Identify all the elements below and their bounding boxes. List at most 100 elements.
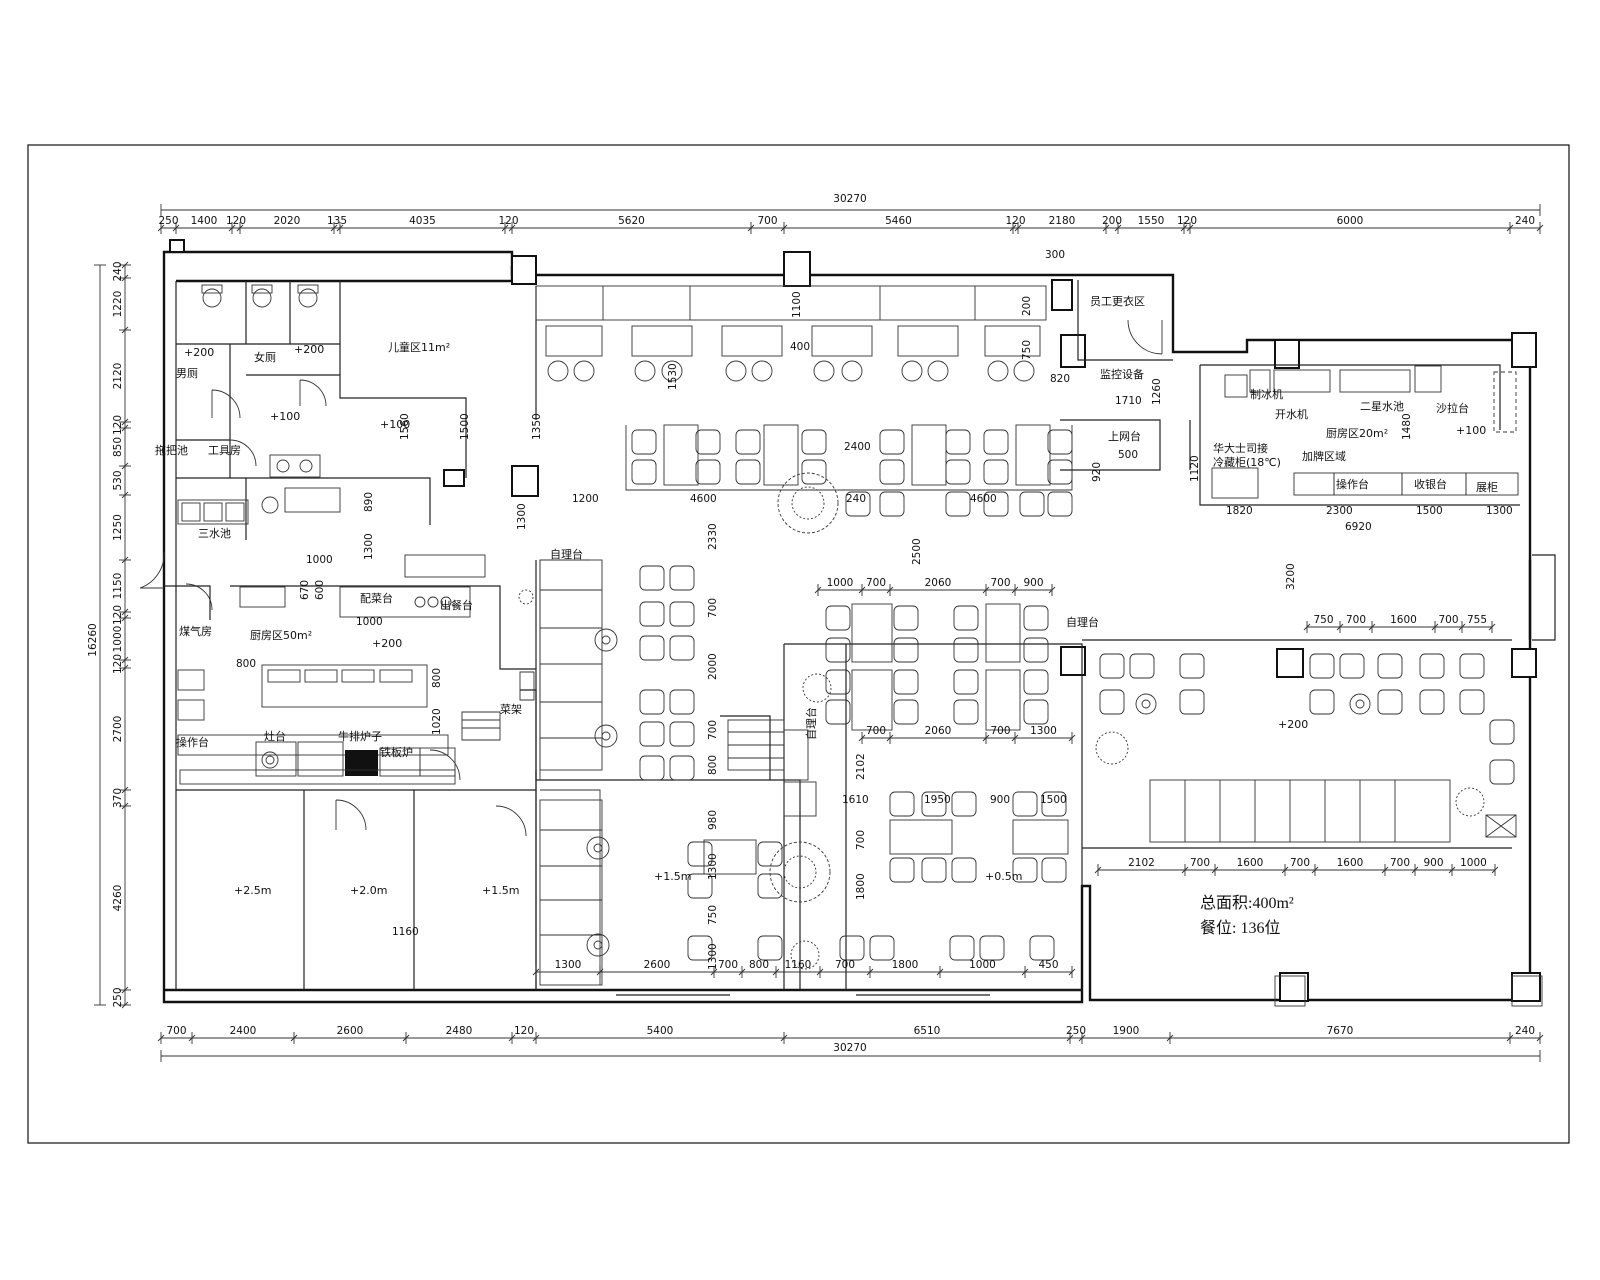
- dim-left-7: 1150: [112, 573, 124, 600]
- chair: [801, 459, 827, 485]
- dim-seat-top-2: 2060: [925, 577, 952, 589]
- dim-1100: 1100: [791, 291, 803, 318]
- dim-bottom-4: 120: [514, 1025, 534, 1037]
- chair: [1047, 429, 1073, 455]
- chair: [1041, 857, 1067, 883]
- dim-820: 820: [1050, 373, 1070, 385]
- dim-seat-top-4: 900: [1023, 577, 1043, 589]
- plant-symbols: [518, 472, 1485, 970]
- legend-boxes: [1274, 975, 1543, 1007]
- chair: [879, 491, 905, 517]
- chair: [1012, 791, 1038, 817]
- chair: [845, 491, 871, 517]
- dim-1350: 1350: [531, 413, 543, 440]
- label-mens-wc: 男厕: [176, 367, 198, 380]
- chair: [1047, 491, 1073, 517]
- chair: [879, 459, 905, 485]
- dim-2300: 2300: [1326, 505, 1353, 517]
- label-fridge-note: 冷藏柜(18℃): [1213, 456, 1281, 469]
- structural-columns: [169, 239, 1541, 1002]
- dim-left-13: 4260: [112, 885, 124, 912]
- dim-bottom-row-7: 1000: [969, 959, 996, 971]
- level-100-b: +100: [380, 418, 410, 431]
- chair: [953, 699, 979, 725]
- dim-750-b: 750: [707, 905, 719, 925]
- bottom-overall-dimension: 30270: [160, 1042, 1541, 1062]
- label-vegetable-rack: 菜架: [500, 703, 522, 716]
- dim-670: 670: [299, 580, 311, 600]
- dim-1500-b: 1500: [1416, 505, 1443, 517]
- level-100-c: +100: [1456, 424, 1486, 437]
- label-dish-counter: 配菜台: [360, 591, 393, 605]
- chair: [695, 429, 721, 455]
- label-mop-pool: 拖把池: [155, 443, 188, 457]
- dim-left-0: 240: [112, 261, 124, 281]
- chair: [1309, 689, 1335, 715]
- dim-1020: 1020: [431, 708, 443, 735]
- room-labels: 男厕 女厕 儿童区11m² 拖把池 工具房 三水池 煤气房 厨房区50m² 出餐…: [155, 294, 1498, 759]
- level-100-a: +100: [270, 410, 300, 423]
- chair: [921, 791, 947, 817]
- dim-top-4: 135: [327, 215, 347, 227]
- chair: [669, 689, 695, 715]
- dim-left-4: 850: [112, 437, 124, 457]
- dim-1260: 1260: [1151, 378, 1163, 405]
- dim-left-10: 120: [112, 654, 124, 674]
- overall-width-top: 30270: [833, 193, 866, 205]
- dim-800-a: 800: [236, 658, 256, 670]
- chair: [757, 935, 783, 961]
- dim-right-top-2: 1600: [1390, 614, 1417, 626]
- stairs: [461, 559, 601, 985]
- level-200-b: +200: [294, 343, 324, 356]
- dim-left-9: 1000: [112, 626, 124, 653]
- dining-chairs: [631, 429, 1515, 961]
- dim-1950: 1950: [924, 794, 951, 806]
- dim-1560: 1560: [399, 413, 411, 440]
- level-20: +2.0m: [350, 884, 387, 897]
- label-network: 上网台: [1108, 429, 1141, 443]
- chair: [1099, 653, 1125, 679]
- label-monitor: 监控设备: [1100, 367, 1144, 381]
- chair: [949, 935, 975, 961]
- dim-700-a: 700: [707, 598, 719, 618]
- dim-1120: 1120: [1189, 455, 1201, 482]
- dining-tables: [625, 424, 1073, 875]
- chair: [983, 491, 1009, 517]
- level-05: +0.5m: [985, 870, 1022, 883]
- overall-height: 16260: [87, 623, 99, 656]
- chair: [639, 601, 665, 627]
- dim-980: 980: [707, 810, 719, 830]
- chair: [1179, 689, 1205, 715]
- chair: [801, 429, 827, 455]
- chair: [639, 721, 665, 747]
- dim-240: 240: [846, 493, 866, 505]
- chair: [687, 841, 713, 867]
- dim-1610: 1610: [842, 794, 869, 806]
- dim-700-c: 700: [855, 830, 867, 850]
- label-gas-room: 煤气房: [179, 624, 212, 638]
- chair: [825, 699, 851, 725]
- right-kitchen-equipment: [1211, 365, 1519, 499]
- chair: [1489, 759, 1515, 785]
- inner-dimensions: 1200 4600 240 4600 2400 1530 1350 1500 1…: [236, 291, 1513, 970]
- chair: [945, 491, 971, 517]
- dim-right-bottom-7: 1000: [1460, 857, 1487, 869]
- chair: [893, 669, 919, 695]
- label-staff-change: 员工更衣区: [1090, 294, 1145, 308]
- dim-right-bottom-1: 700: [1190, 857, 1210, 869]
- dim-1300-a: 1300: [516, 503, 528, 530]
- dim-seat-top-3: 700: [990, 577, 1010, 589]
- chair: [1179, 653, 1205, 679]
- label-water-machine: 开水机: [1275, 407, 1308, 421]
- dim-2500: 2500: [911, 538, 923, 565]
- label-stove-counter: 灶台: [264, 729, 286, 743]
- chair: [825, 669, 851, 695]
- chair: [757, 841, 783, 867]
- label-kitchen: 厨房区50m²: [250, 629, 312, 642]
- label-kids-area: 儿童区11m²: [388, 340, 450, 354]
- chair: [825, 605, 851, 631]
- dim-bottom-5: 5400: [647, 1025, 674, 1037]
- dim-seat-mid-1: 2060: [925, 725, 952, 737]
- dim-bottom-0: 700: [166, 1025, 186, 1037]
